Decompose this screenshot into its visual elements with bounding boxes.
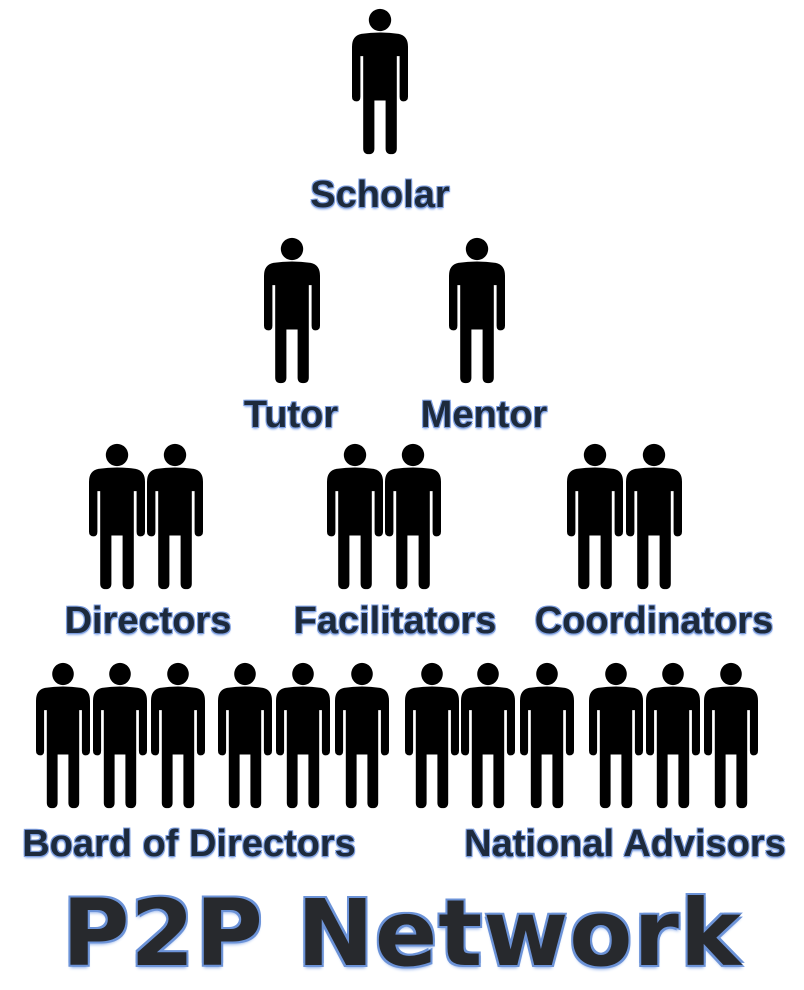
label-directors: Directors bbox=[64, 600, 232, 642]
person-icon bbox=[147, 443, 203, 591]
person-icon bbox=[589, 662, 643, 810]
label-tutor: Tutor bbox=[243, 394, 339, 436]
person-icon bbox=[327, 443, 383, 591]
person-icon bbox=[449, 237, 505, 385]
person-icon bbox=[264, 237, 320, 385]
person-icon bbox=[646, 662, 700, 810]
person-icon bbox=[93, 662, 147, 810]
label-coordinators: Coordinators bbox=[534, 600, 774, 642]
person-icon bbox=[89, 443, 145, 591]
person-icon bbox=[626, 443, 682, 591]
person-icon bbox=[218, 662, 272, 810]
person-icon bbox=[520, 662, 574, 810]
person-icon bbox=[276, 662, 330, 810]
label-national-advisors: National Advisors bbox=[464, 823, 786, 865]
label-scholar: Scholar bbox=[310, 174, 450, 216]
person-icon bbox=[405, 662, 459, 810]
person-icon bbox=[151, 662, 205, 810]
person-icon bbox=[335, 662, 389, 810]
label-mentor: Mentor bbox=[420, 394, 548, 436]
person-icon bbox=[36, 662, 90, 810]
label-facilitators: Facilitators bbox=[293, 600, 497, 642]
label-board-of-directors: Board of Directors bbox=[22, 823, 356, 865]
person-icon bbox=[352, 8, 408, 156]
person-icon bbox=[385, 443, 441, 591]
person-icon bbox=[704, 662, 758, 810]
person-icon bbox=[567, 443, 623, 591]
person-icon bbox=[461, 662, 515, 810]
network-title: P2P Network bbox=[61, 880, 743, 987]
